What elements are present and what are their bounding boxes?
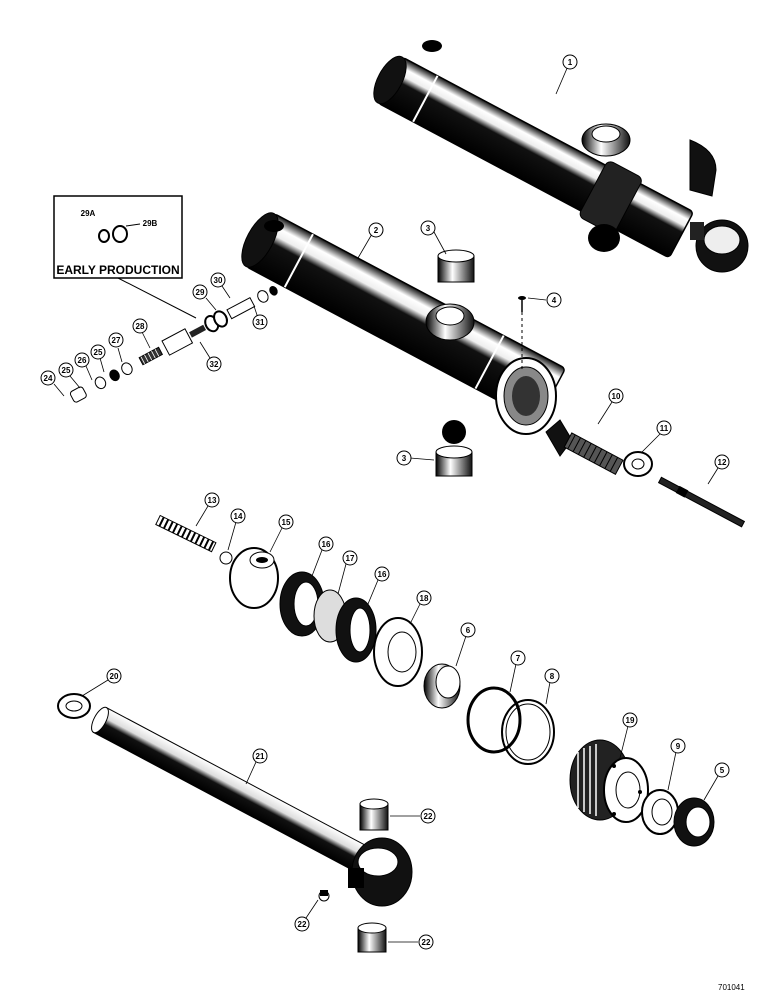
callout-26: 26 [78, 356, 87, 365]
callout-10: 10 [612, 392, 621, 401]
callout-6: 6 [466, 626, 471, 635]
callout-32: 31 [256, 318, 265, 327]
callout-13: 13 [208, 496, 217, 505]
callout-7: 7 [516, 654, 521, 663]
callout-17: 17 [346, 554, 355, 563]
callout-15: 15 [282, 518, 291, 527]
backup-ring-8 [501, 699, 555, 765]
callout-8: 8 [550, 672, 555, 681]
callout-3-lower: 3 [402, 454, 407, 463]
inset-title: EARLY PRODUCTION [56, 263, 179, 277]
early-production-inset: EARLY PRODUCTION [53, 195, 197, 319]
relief-valve-group [69, 285, 278, 403]
callout-21: 21 [256, 752, 265, 761]
callout-29a: 29A [81, 209, 96, 218]
callout-29: 32 [210, 360, 219, 369]
callout-28: 28 [136, 322, 145, 331]
bushing-3-lower [435, 445, 473, 477]
washer-20 [57, 693, 91, 719]
callout-31: 30 [214, 276, 223, 285]
seal-16b [335, 597, 377, 663]
bushing-22-upper [359, 798, 389, 831]
rod-12 [657, 476, 746, 528]
ball-14 [219, 551, 233, 565]
fitting-10 [545, 419, 624, 475]
callout-14: 14 [234, 512, 243, 521]
callout-2: 2 [374, 226, 379, 235]
washer-9 [641, 789, 679, 835]
callout-9: 9 [676, 742, 681, 751]
piston-18 [373, 617, 423, 687]
callout-16a: 16 [322, 540, 331, 549]
grease-fitting-22 [318, 890, 330, 902]
callout-27: 27 [112, 336, 121, 345]
spring-13 [155, 514, 217, 553]
wiper-seal-5 [673, 797, 715, 847]
bushing-6 [423, 663, 461, 709]
o-ring-7 [466, 686, 522, 754]
callout-12: 12 [718, 458, 727, 467]
bushing-22-lower [357, 922, 387, 953]
callout-18: 18 [420, 594, 429, 603]
callouts: 1 2 3 3 4 10 11 12 13 14 [40, 54, 730, 950]
callout-19: 19 [626, 716, 635, 725]
callout-25a: 25 [62, 366, 71, 375]
barrel-cylinder-1 [373, 40, 749, 273]
callout-22-lower: 22 [422, 938, 431, 947]
washer-11 [623, 451, 653, 477]
callout-4: 4 [552, 296, 557, 305]
callout-22-fitting: 22 [298, 920, 307, 929]
barrel-cylinder-2 [241, 212, 565, 444]
callout-3-upper: 3 [426, 224, 431, 233]
callout-29b: 29B [143, 219, 158, 228]
screw-4 [518, 296, 526, 370]
piston-rod-21 [91, 706, 413, 907]
callout-1: 1 [568, 58, 573, 67]
figure-number: 701041 [718, 983, 745, 992]
callout-20: 20 [110, 672, 119, 681]
callout-25b: 25 [94, 348, 103, 357]
callout-30: 29 [196, 288, 205, 297]
callout-24: 24 [44, 374, 53, 383]
callout-11: 11 [660, 424, 669, 433]
piston-15 [229, 547, 279, 609]
seal-16a [279, 571, 325, 637]
callout-5: 5 [720, 766, 725, 775]
callout-16b: 16 [378, 570, 387, 579]
callout-22-upper: 22 [424, 812, 433, 821]
bushing-3-upper [437, 249, 475, 283]
gland-19 [569, 739, 649, 823]
